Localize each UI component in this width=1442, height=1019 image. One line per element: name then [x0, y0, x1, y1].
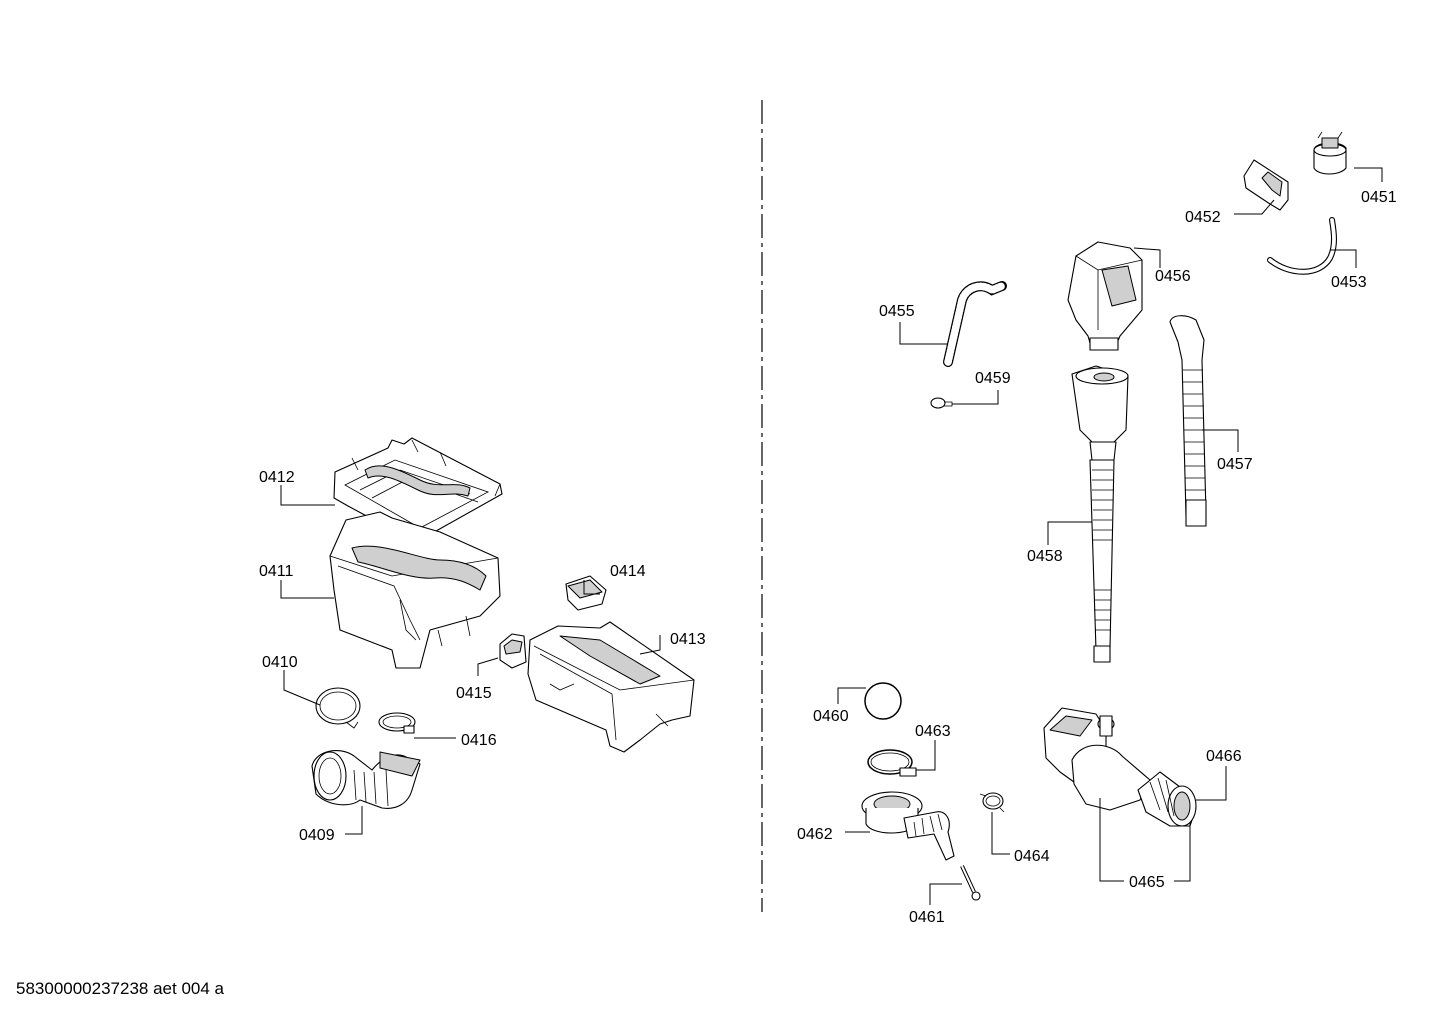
part-0452-bracket[interactable] [1243, 159, 1289, 211]
part-0409-bellows-elbow[interactable] [311, 750, 421, 809]
callout-0411: 0411 [259, 563, 294, 580]
part-0453-small-hose[interactable] [1267, 217, 1337, 275]
callout-0453: 0453 [1331, 274, 1367, 291]
leader-lines [280, 167, 1383, 905]
part-0416-hose-clamp[interactable] [378, 712, 416, 734]
part-0451-pressure-switch[interactable] [1313, 131, 1347, 175]
callout-0414: 0414 [610, 563, 646, 580]
callout-0456: 0456 [1155, 268, 1191, 285]
callout-0461: 0461 [909, 909, 945, 926]
part-0460-o-ring[interactable] [864, 682, 902, 720]
part-0410-ring-clamp[interactable] [315, 687, 361, 729]
callout-0412: 0412 [259, 469, 295, 486]
part-0461-screw[interactable] [960, 865, 981, 901]
callout-0409: 0409 [299, 827, 335, 844]
part-0462-sump[interactable] [861, 791, 955, 861]
callout-0455: 0455 [879, 303, 915, 320]
callout-0462: 0462 [797, 826, 833, 843]
callout-0410: 0410 [262, 654, 298, 671]
callout-0413: 0413 [670, 631, 706, 648]
callout-0457: 0457 [1217, 456, 1253, 473]
part-0415-clip[interactable] [499, 633, 527, 669]
part-0458-funnel-tube[interactable] [1071, 365, 1129, 663]
callout-0466: 0466 [1206, 748, 1242, 765]
callout-0464: 0464 [1014, 848, 1050, 865]
part-0459-clamp[interactable] [930, 397, 953, 409]
part-0463-hose-clamp[interactable] [867, 749, 917, 777]
callout-0416: 0416 [461, 732, 497, 749]
part-0413-dispenser-drawer[interactable] [527, 621, 695, 753]
part-0414-slider[interactable] [565, 575, 607, 611]
callout-0458: 0458 [1027, 548, 1063, 565]
part-0466-pump-filter[interactable] [1137, 771, 1197, 827]
document-id: 58300000237238 aet 004 a [16, 979, 224, 998]
part-0455-curved-hose[interactable] [943, 281, 1007, 367]
callout-0460: 0460 [813, 708, 849, 725]
callout-0452: 0452 [1185, 209, 1221, 226]
callout-0459: 0459 [975, 370, 1011, 387]
callout-0415: 0415 [456, 685, 492, 702]
callout-0463: 0463 [915, 723, 951, 740]
part-0457-drain-hose[interactable] [1169, 315, 1207, 527]
part-0465-drain-pump[interactable] [1043, 707, 1151, 811]
part-0464-clamp[interactable] [979, 792, 1005, 813]
part-0411-drawer-housing[interactable] [329, 511, 501, 669]
part-0456-water-box[interactable] [1067, 241, 1143, 351]
callout-0465: 0465 [1129, 874, 1165, 891]
callout-0451: 0451 [1361, 189, 1397, 206]
